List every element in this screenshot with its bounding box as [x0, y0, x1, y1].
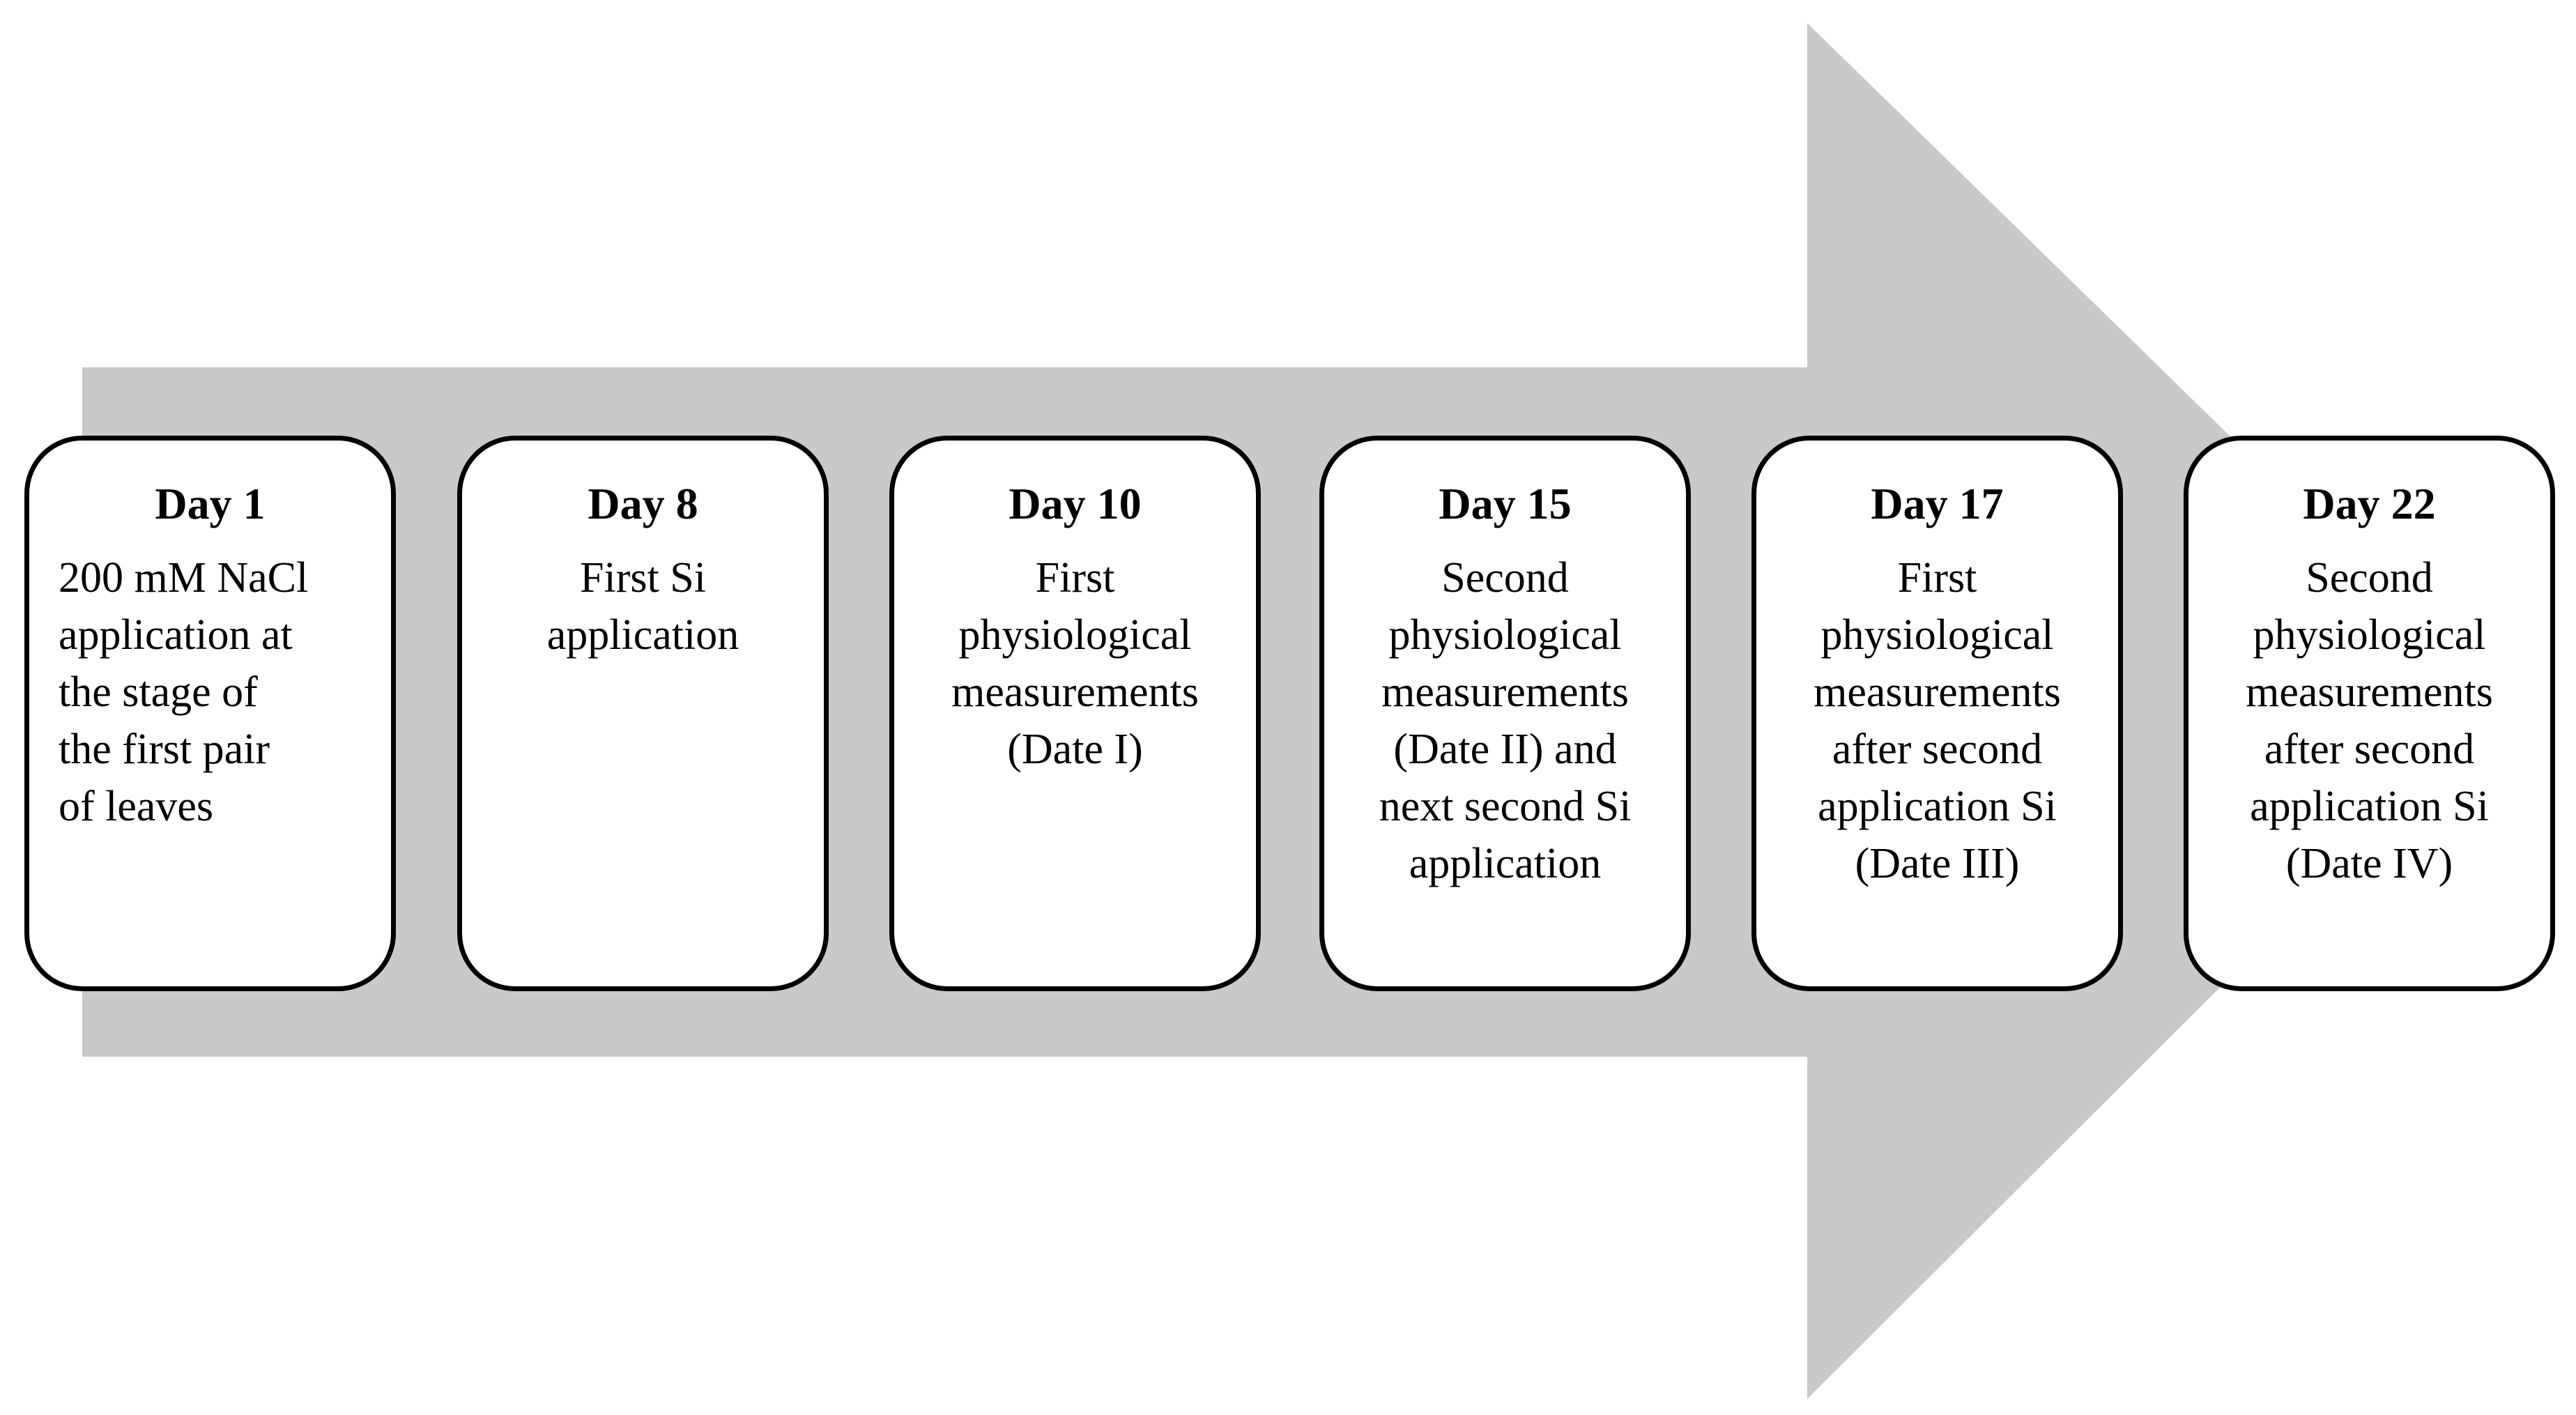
step-description: Second physiological measurements after … [2246, 554, 2493, 887]
timeline-step-day-17: Day 17 First physiological measurements … [1751, 436, 2123, 991]
step-day-label: Day 17 [1871, 479, 2004, 528]
timeline-step-day-8: Day 8 First Si application [457, 436, 829, 991]
step-day-label: Day 10 [1009, 479, 1142, 528]
step-description: Second physiological measurements (Date … [1379, 554, 1632, 887]
step-day-label: Day 8 [588, 479, 698, 528]
timeline-step-day-22: Day 22 Second physiological measurements… [2184, 436, 2555, 991]
step-day-label: Day 22 [2303, 479, 2436, 528]
step-description: First physiological measurements (Date I… [951, 554, 1199, 773]
timeline-step-day-15: Day 15 Second physiological measurements… [1319, 436, 1691, 991]
step-description: 200 mM NaCl application at the stage of … [59, 554, 309, 830]
step-description: First Si application [546, 554, 739, 659]
timeline-arrow-shape [82, 23, 2504, 1399]
timeline-step-day-1: Day 1 200 mM NaCl application at the sta… [24, 436, 396, 991]
step-description: First physiological measurements after s… [1814, 554, 2061, 887]
timeline-step-day-10: Day 10 First physiological measurements … [889, 436, 1261, 991]
step-day-label: Day 1 [155, 479, 266, 528]
step-day-label: Day 15 [1439, 479, 1572, 528]
